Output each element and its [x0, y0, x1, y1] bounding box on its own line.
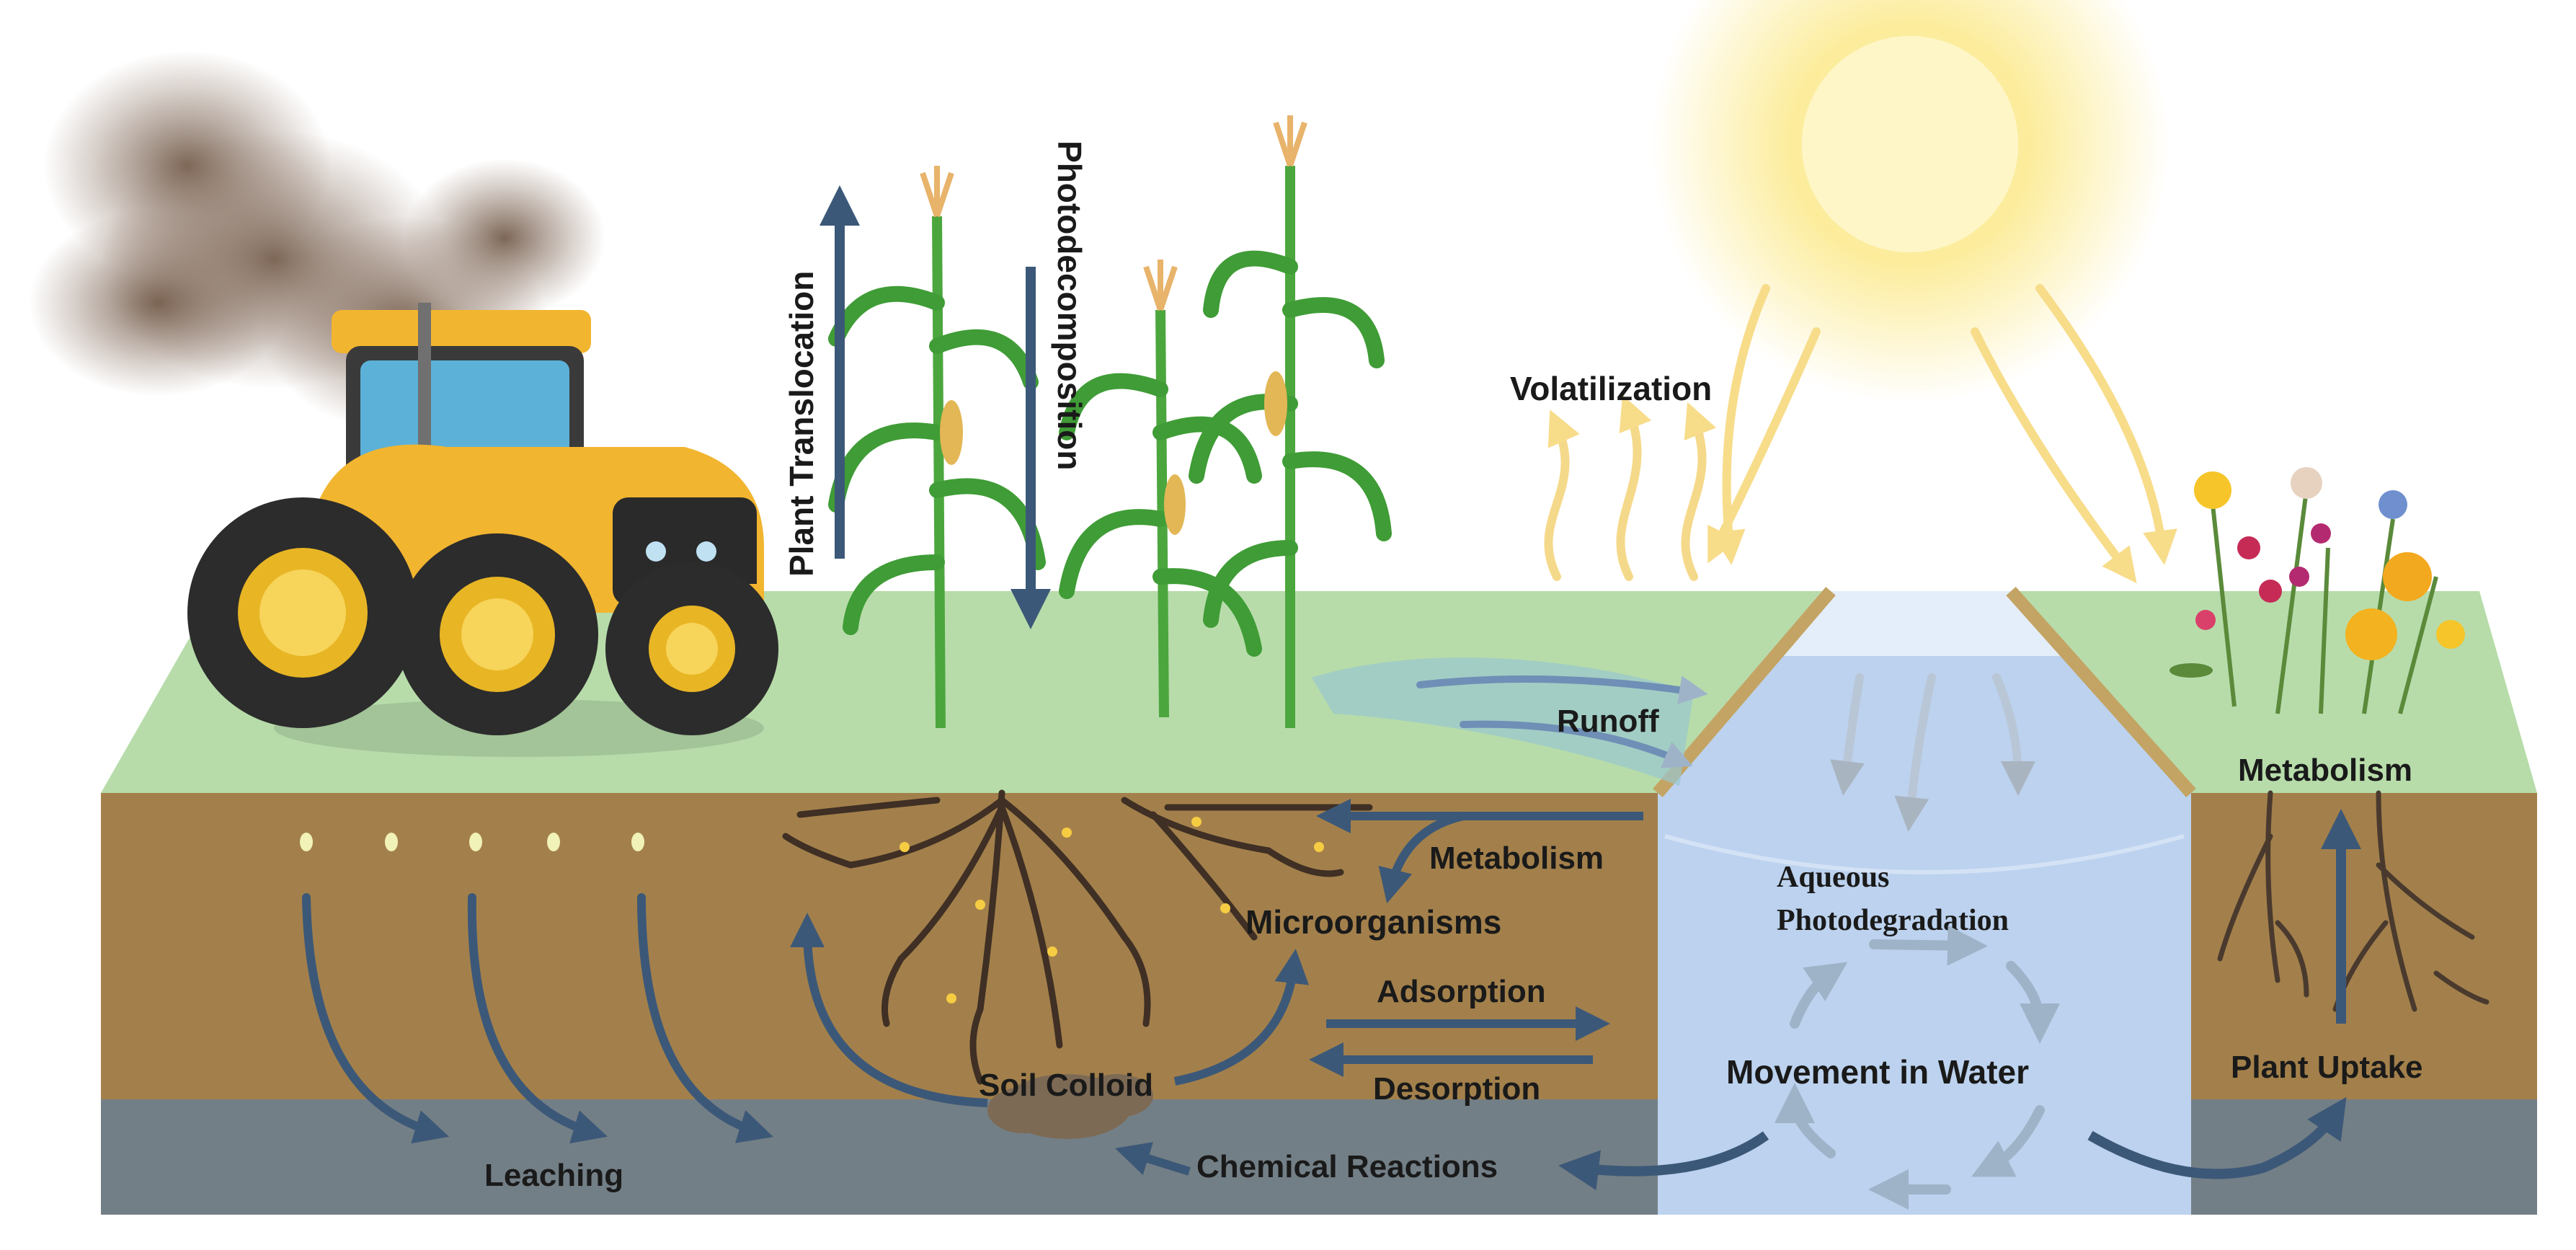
label-runoff: Runoff: [1557, 704, 1659, 739]
tractor-front-wheel: [605, 562, 778, 735]
aqueous-downward-arrows: [1830, 673, 2035, 832]
soil-layer-left: [101, 793, 1658, 1099]
subsoil-layer-right: [2191, 1099, 2537, 1215]
water-to-plant-arrow: [2087, 1096, 2347, 1179]
water-surface: [1773, 591, 2069, 656]
corn-plant-icon: [828, 115, 1392, 729]
soil-layer-right: [2191, 793, 2537, 1099]
water-circulation-arrows: [1775, 925, 2060, 1210]
sun-icon: [1651, 0, 2169, 404]
colloid-to-root-arrow-left: [790, 913, 988, 1107]
root-particles: [900, 817, 1324, 1003]
tractor-icon: [187, 303, 778, 757]
label-plant-uptake: Plant Uptake: [2231, 1050, 2423, 1085]
label-volatilization: Volatilization: [1510, 370, 1712, 407]
colloid-to-root-arrow-right: [1173, 949, 1310, 1086]
roots-icon: [782, 789, 1373, 1085]
label-adsorption: Adsorption: [1377, 974, 1546, 1009]
water-to-chemical-arrow: [1558, 1131, 1769, 1191]
microorganisms-arrow: [1378, 812, 1465, 904]
water-body: [1658, 591, 2191, 1215]
leaching-dots: [300, 833, 644, 851]
chemical-reactions-arrow-left: [1115, 1142, 1191, 1176]
subsoil-layer-left: [101, 1099, 1658, 1215]
label-aqueous-line1: Aqueous: [1777, 861, 1889, 894]
label-soil-colloid: Soil Colloid: [979, 1068, 1153, 1103]
grass-surface-right: [2011, 591, 2537, 793]
label-photodecomposition: Photodecomposition: [1051, 141, 1088, 470]
runoff-arrows: [1416, 675, 1708, 768]
tractor-rear-wheel: [187, 497, 418, 728]
label-desorption: Desorption: [1373, 1071, 1540, 1107]
label-leaching: Leaching: [484, 1158, 623, 1193]
leaching-arrows: [302, 893, 773, 1144]
label-metabolism-soil: Metabolism: [1429, 841, 1604, 876]
corn-plant-3: [1189, 115, 1392, 728]
sun-rays: [1707, 284, 2177, 584]
soil-colloid-icon: [987, 1074, 1153, 1139]
volatilization-arrows: [1544, 394, 1717, 581]
tractor-mid-wheel: [396, 533, 598, 735]
label-metabolism-plant: Metabolism: [2238, 753, 2412, 788]
label-movement-in-water: Movement in Water: [1726, 1053, 2029, 1091]
label-microorganisms: Microorganisms: [1245, 903, 1501, 941]
water-depth-curve: [1664, 834, 2185, 874]
bank-right: [2006, 587, 2196, 797]
label-chemical-reactions: Chemical Reactions: [1196, 1149, 1498, 1184]
label-plant-translocation: Plant Translocation: [783, 271, 820, 577]
wildflowers-icon: [2169, 467, 2465, 714]
label-aqueous-line2: Photodegradation: [1777, 904, 2009, 937]
